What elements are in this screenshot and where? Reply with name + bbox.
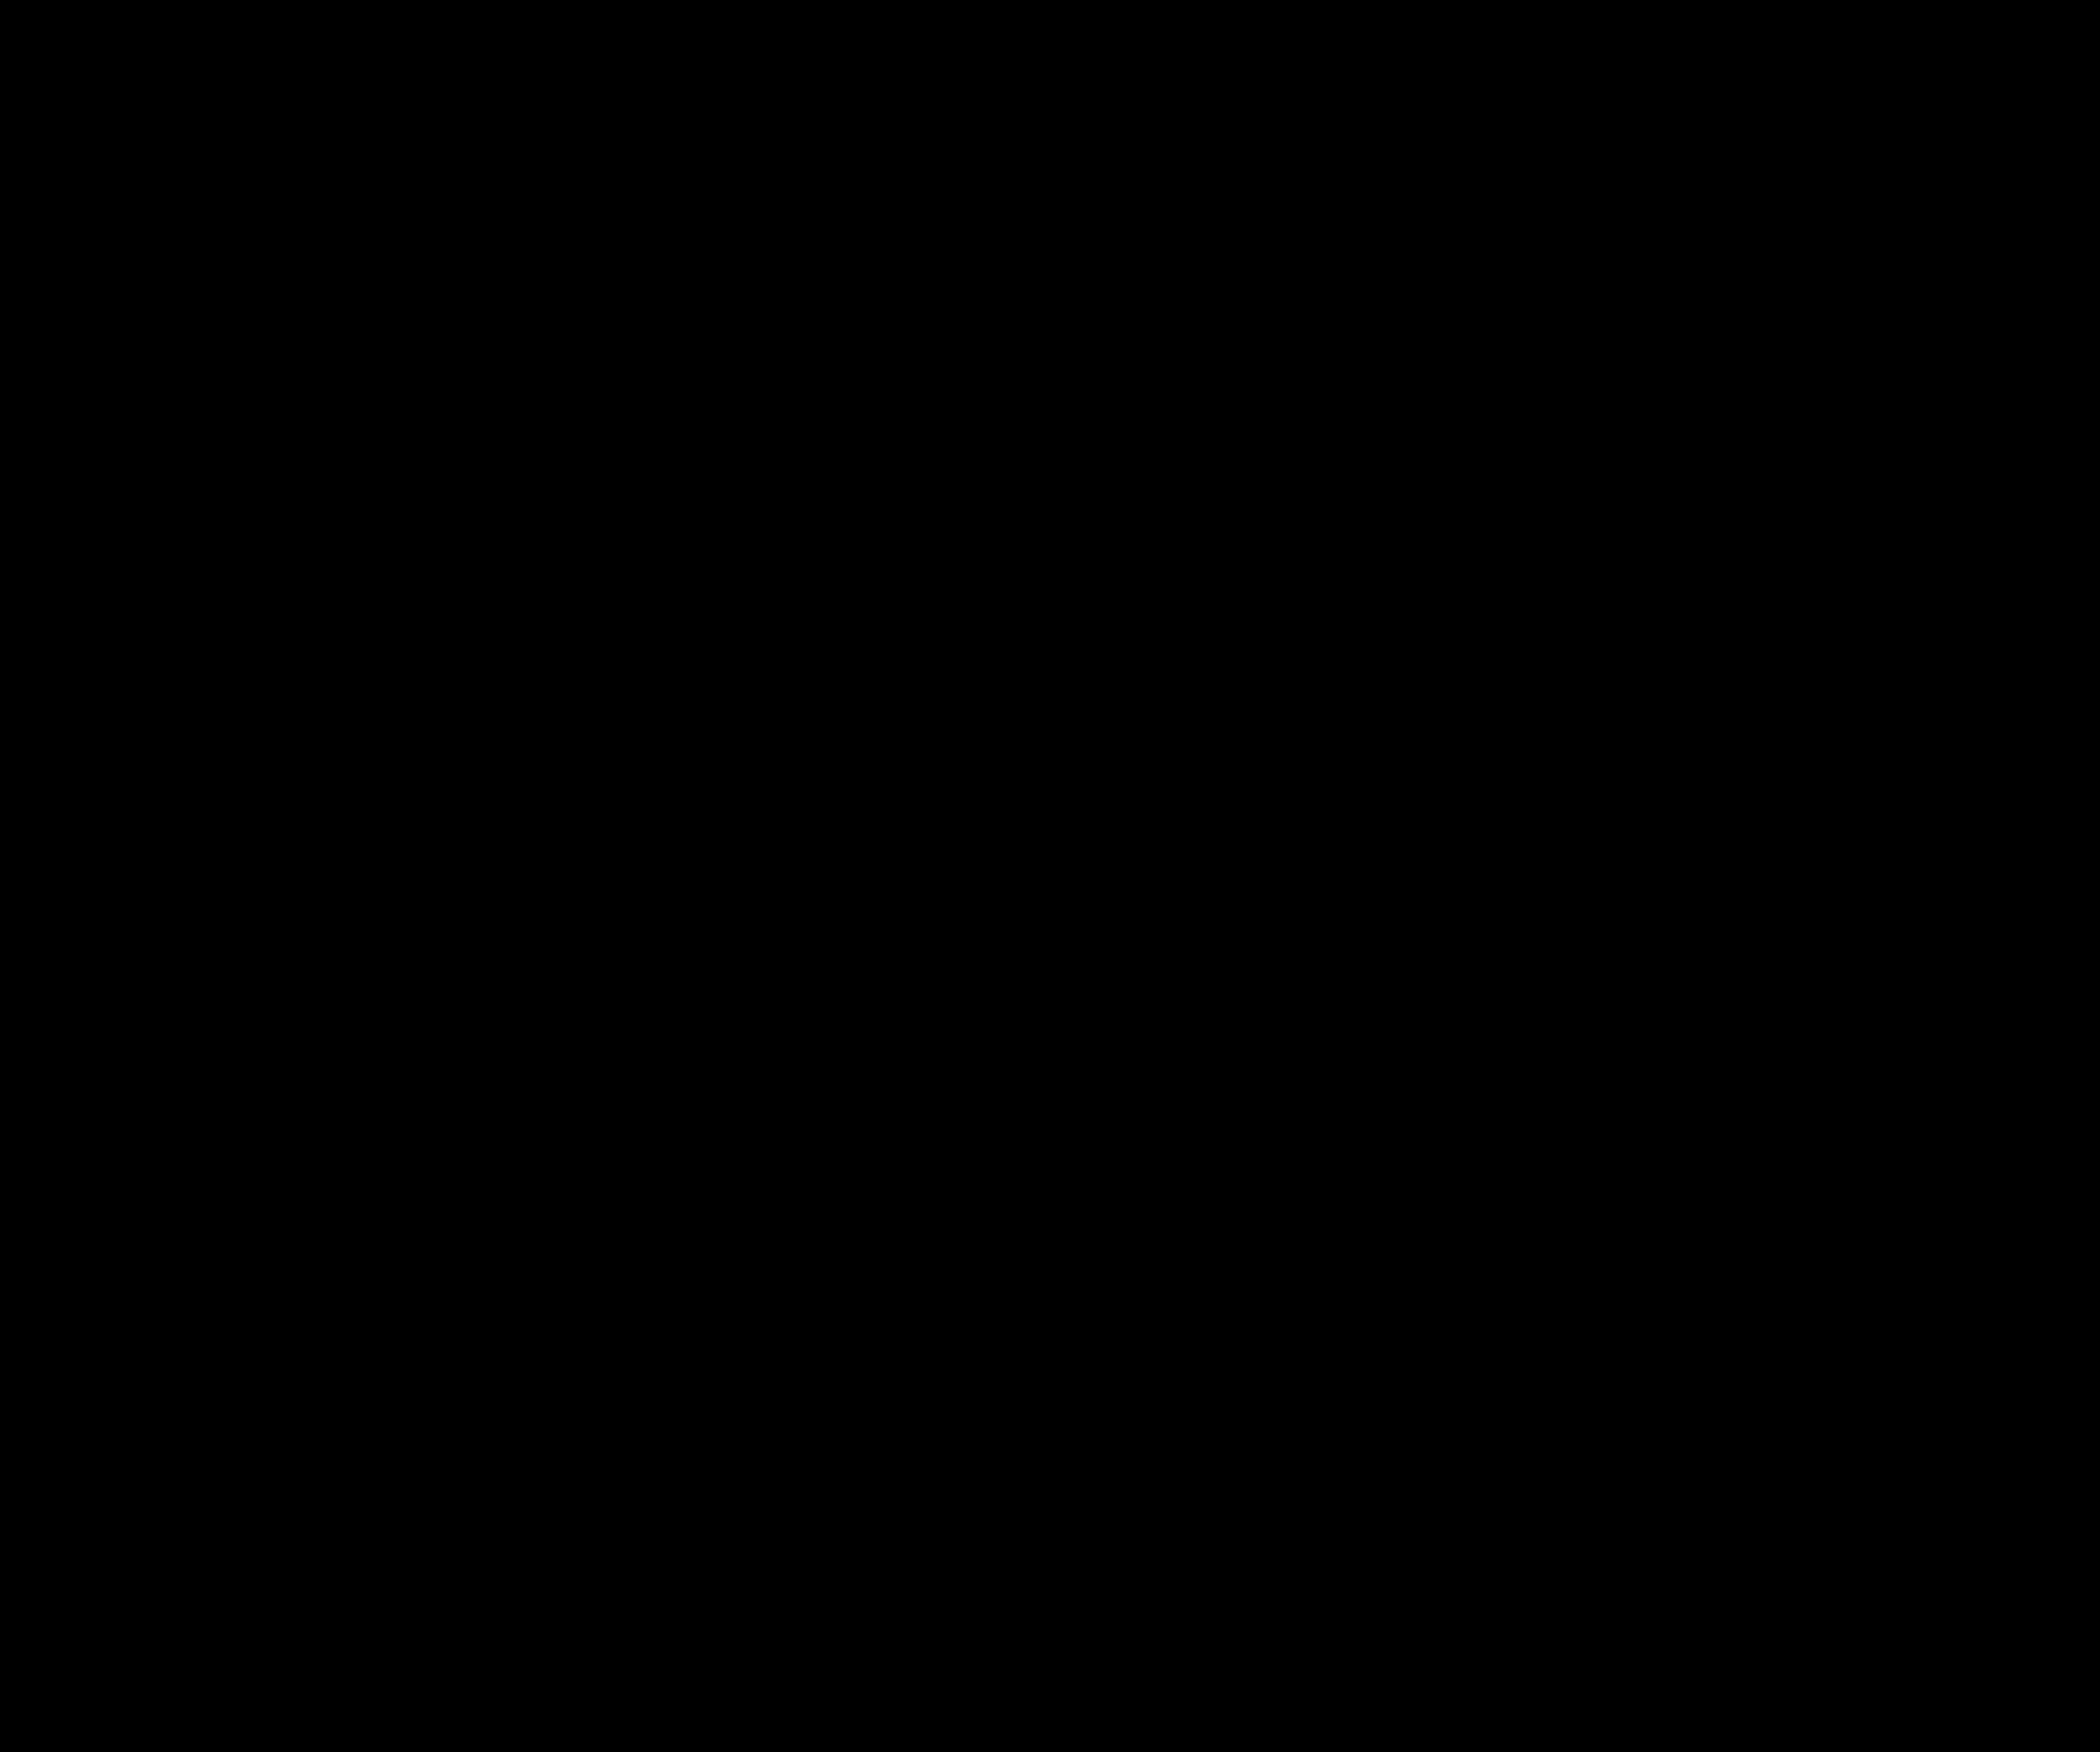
edge-layer <box>0 0 2100 1752</box>
